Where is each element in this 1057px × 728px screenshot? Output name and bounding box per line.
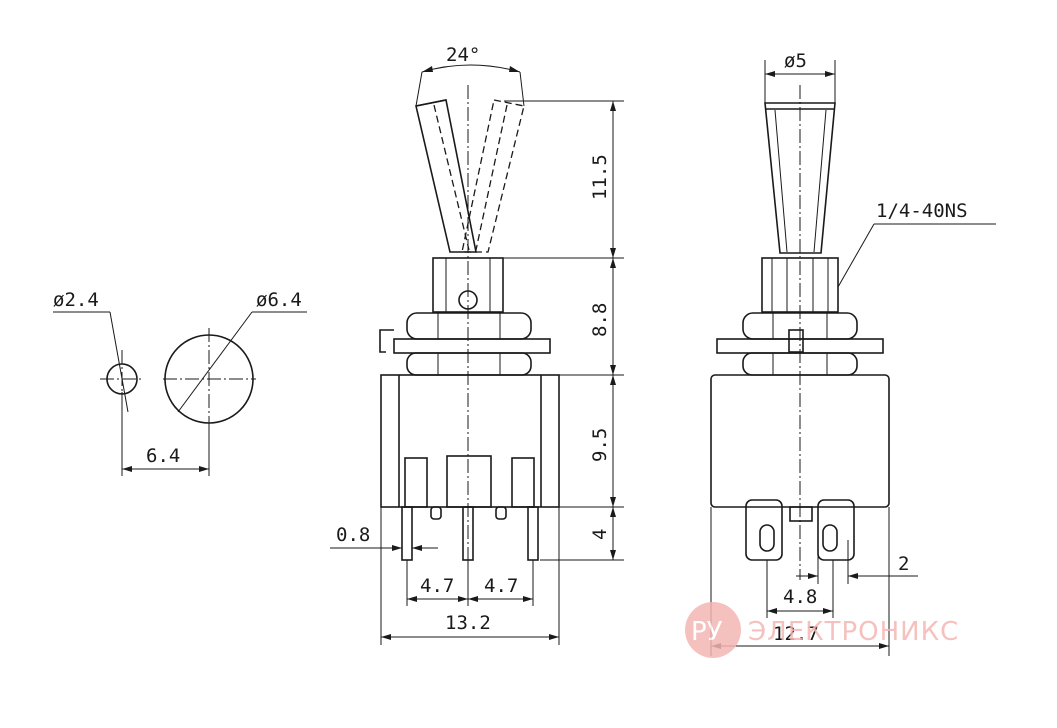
panel-cutout-view: ø2.4 ø6.4 6.4 bbox=[53, 289, 307, 476]
dim-hole-large: ø6.4 bbox=[256, 289, 302, 311]
dim-body-height: 9.5 bbox=[589, 428, 611, 462]
dim-hole-spacing: 6.4 bbox=[146, 445, 180, 467]
dim-terminal-thickness: 0.8 bbox=[336, 524, 370, 546]
dim-hole-small: ø2.4 bbox=[53, 289, 99, 311]
dim-lever-diameter: ø5 bbox=[784, 50, 807, 72]
lever-side bbox=[764, 102, 836, 254]
dim-terminal-pitch-side: 4.8 bbox=[783, 586, 817, 608]
dim-body-width-side: 12.7 bbox=[773, 623, 819, 645]
front-view: 24° 11.5 8.8 9.5 4 0.8 4.7 bbox=[330, 44, 624, 645]
watermark: РУ ЭЛЕКТРОНИКС bbox=[685, 602, 959, 658]
watermark-logo-icon bbox=[685, 602, 741, 658]
dim-lever-angle: 24° bbox=[446, 44, 480, 66]
dim-terminal-width: 2 bbox=[898, 553, 909, 575]
watermark-logo: РУ bbox=[691, 617, 723, 647]
side-view: ø5 1/4-40NS 2 4.8 12.7 bbox=[710, 50, 996, 656]
dim-thread: 1/4-40NS bbox=[876, 200, 968, 222]
dim-pitch-right: 4.7 bbox=[484, 575, 518, 597]
watermark-text: ЭЛЕКТРОНИКС bbox=[748, 617, 959, 647]
body-front bbox=[380, 374, 560, 508]
lever-front bbox=[415, 99, 477, 253]
dim-body-width-front: 13.2 bbox=[445, 612, 491, 634]
dim-pitch-left: 4.7 bbox=[420, 575, 454, 597]
dim-lever-height: 11.5 bbox=[589, 154, 611, 200]
dim-terminal-length: 4 bbox=[589, 529, 611, 540]
dim-bushing-height: 8.8 bbox=[589, 303, 611, 337]
